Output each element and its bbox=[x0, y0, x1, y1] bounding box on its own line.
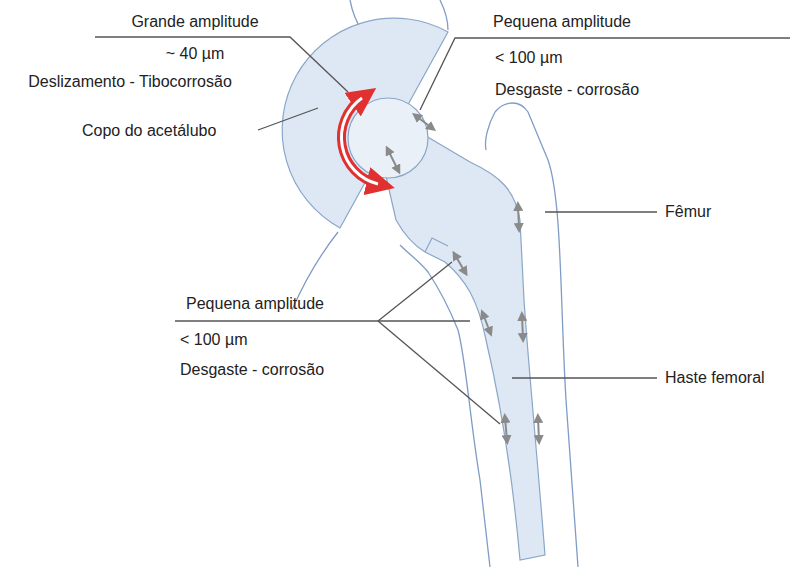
mechanism-label: Desgaste - corrosão bbox=[495, 80, 639, 99]
part-name: Copo do acetálubo bbox=[82, 121, 216, 140]
stem-collar bbox=[425, 238, 448, 252]
dimension-label: < 100 µm bbox=[180, 330, 247, 349]
mechanism-label: Desgaste - corrosão bbox=[180, 360, 324, 379]
leader-lines bbox=[95, 37, 790, 424]
sliding-arrow-core bbox=[341, 98, 378, 184]
part-name: Fêmur bbox=[665, 202, 711, 221]
micromotion-arrows bbox=[388, 116, 539, 440]
dimension-label: < 100 µm bbox=[495, 48, 562, 67]
amplitude-label: Grande amplitude bbox=[131, 12, 258, 31]
amplitude-label: Pequena amplitude bbox=[493, 12, 631, 31]
dimension-label: ~ 40 µm bbox=[166, 44, 225, 63]
amplitude-label: Pequena amplitude bbox=[186, 294, 324, 313]
mechanism-label: Deslizamento - Tibocorrosão bbox=[28, 72, 232, 91]
part-name: Haste femoral bbox=[665, 368, 765, 387]
femoral-stem bbox=[368, 116, 545, 560]
femoral-head bbox=[348, 98, 428, 178]
sliding-arrow bbox=[341, 98, 378, 184]
